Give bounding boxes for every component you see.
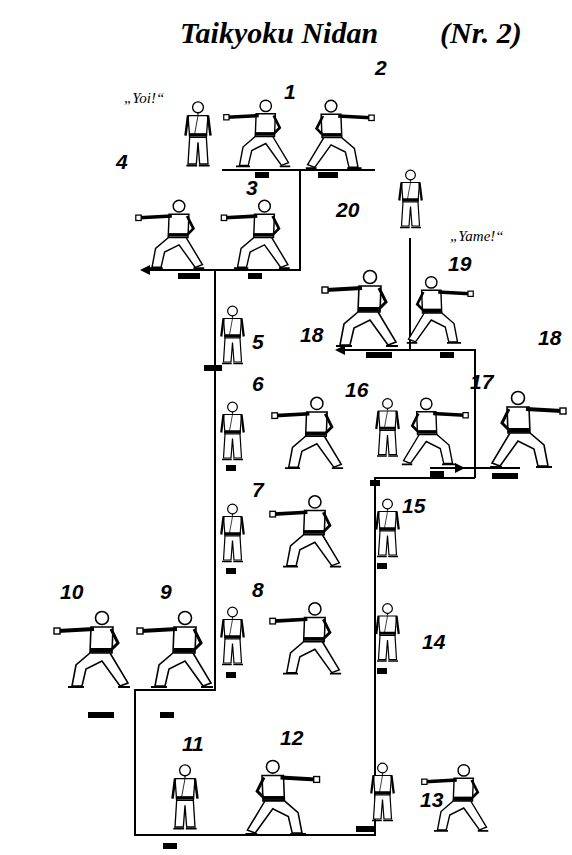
step-number: 19 <box>448 252 471 275</box>
step-number: 5 <box>252 330 264 353</box>
kata-number: (Nr. 2) <box>440 16 522 49</box>
step-number: 11 <box>182 732 204 755</box>
step-number: 6 <box>252 372 264 395</box>
step-number: 8 <box>252 578 264 601</box>
step-number: 20 <box>336 198 359 221</box>
step-number: 2 <box>375 56 387 79</box>
step-number: 9 <box>160 580 172 603</box>
step-number: 14 <box>422 630 445 653</box>
step-number: 17 <box>470 370 493 393</box>
step-number: 12 <box>280 726 303 749</box>
step-number: 1 <box>284 80 296 103</box>
step-number: 16 <box>345 378 368 401</box>
step-number: 10 <box>60 580 83 603</box>
step-number: 18 <box>300 323 323 346</box>
command-call: „Yame!“ <box>450 228 504 245</box>
step-number: 4 <box>116 150 128 173</box>
step-number: 7 <box>252 478 264 501</box>
kata-title: Taikyoku Nidan <box>180 16 378 49</box>
step-number: 13 <box>420 788 443 811</box>
step-number: 18 <box>538 326 561 349</box>
step-number: 3 <box>246 176 258 199</box>
command-call: „Yoi!“ <box>124 90 164 107</box>
step-number: 15 <box>402 494 425 517</box>
